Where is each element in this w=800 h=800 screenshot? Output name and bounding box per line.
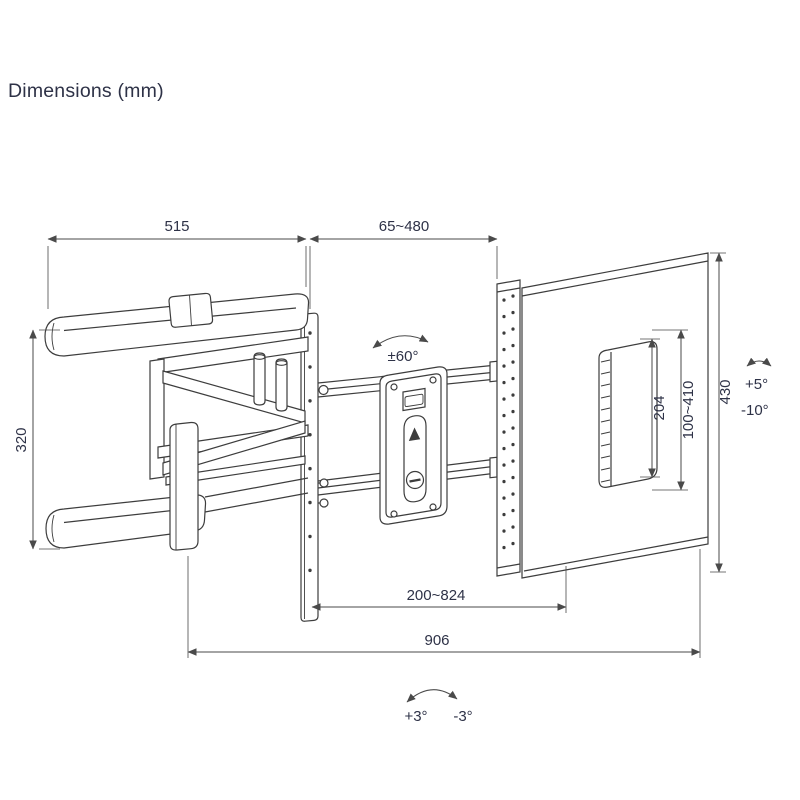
- dim-430-label: 430: [717, 379, 734, 404]
- dim-430: 430: [710, 252, 734, 573]
- arrow-up-mark: [408, 427, 421, 441]
- dim-906-label: 906: [424, 632, 449, 649]
- bracket-screw: [390, 510, 398, 518]
- center-bracket: [379, 366, 448, 525]
- dim-204: 204: [640, 338, 668, 478]
- vesa-rail: [496, 279, 521, 577]
- bracket-screw: [429, 376, 437, 384]
- rail-nut: [318, 384, 329, 396]
- dim-swivel-60: ±60°: [372, 334, 429, 365]
- bracket-screw: [390, 383, 398, 391]
- bracket-slots: [600, 359, 611, 483]
- roll-minus-label: -3°: [453, 708, 472, 725]
- dim-906: 906: [187, 549, 701, 658]
- dimension-annotations: 515 65~480 320 ±60° 204 100~410: [13, 218, 772, 725]
- page-title: Dimensions (mm): [8, 80, 164, 102]
- dim-100-410-label: 100~410: [680, 381, 697, 440]
- dim-tilt: +5° -10°: [741, 357, 772, 419]
- arm-linkage: [149, 336, 309, 513]
- bracket-oval: [403, 415, 427, 503]
- pivot-cylinder: [275, 358, 288, 412]
- bracket-screw: [429, 503, 437, 511]
- adapter-plate: [300, 312, 329, 622]
- dim-515: 515: [47, 218, 307, 309]
- front-plate: [169, 421, 199, 551]
- tilt-down-label: -10°: [741, 402, 769, 419]
- bar-clip: [168, 292, 214, 328]
- pivot-bolt: [319, 478, 329, 488]
- tilt-up-label: +5°: [745, 376, 768, 393]
- bracket-window: [402, 387, 426, 412]
- pivot-cylinder: [253, 352, 266, 406]
- pivot-bolt: [319, 498, 329, 508]
- dim-65-480-label: 65~480: [379, 218, 429, 235]
- top-bracket-bar: [44, 292, 310, 357]
- panel-bracket: [598, 341, 658, 488]
- dim-200-824: 200~824: [311, 566, 567, 613]
- roll-plus-label: +3°: [404, 708, 427, 725]
- dim-320: 320: [13, 329, 60, 550]
- swivel-60-label: ±60°: [388, 348, 419, 365]
- dim-100-410: 100~410: [652, 329, 697, 491]
- dim-320-label: 320: [13, 427, 30, 452]
- dim-204-label: 204: [651, 395, 668, 420]
- tv-mount-drawing: [44, 252, 709, 622]
- dim-65-480: 65~480: [309, 218, 498, 309]
- dim-roll: +3° -3°: [404, 689, 473, 725]
- dim-200-824-label: 200~824: [407, 587, 466, 604]
- dim-515-label: 515: [164, 218, 189, 235]
